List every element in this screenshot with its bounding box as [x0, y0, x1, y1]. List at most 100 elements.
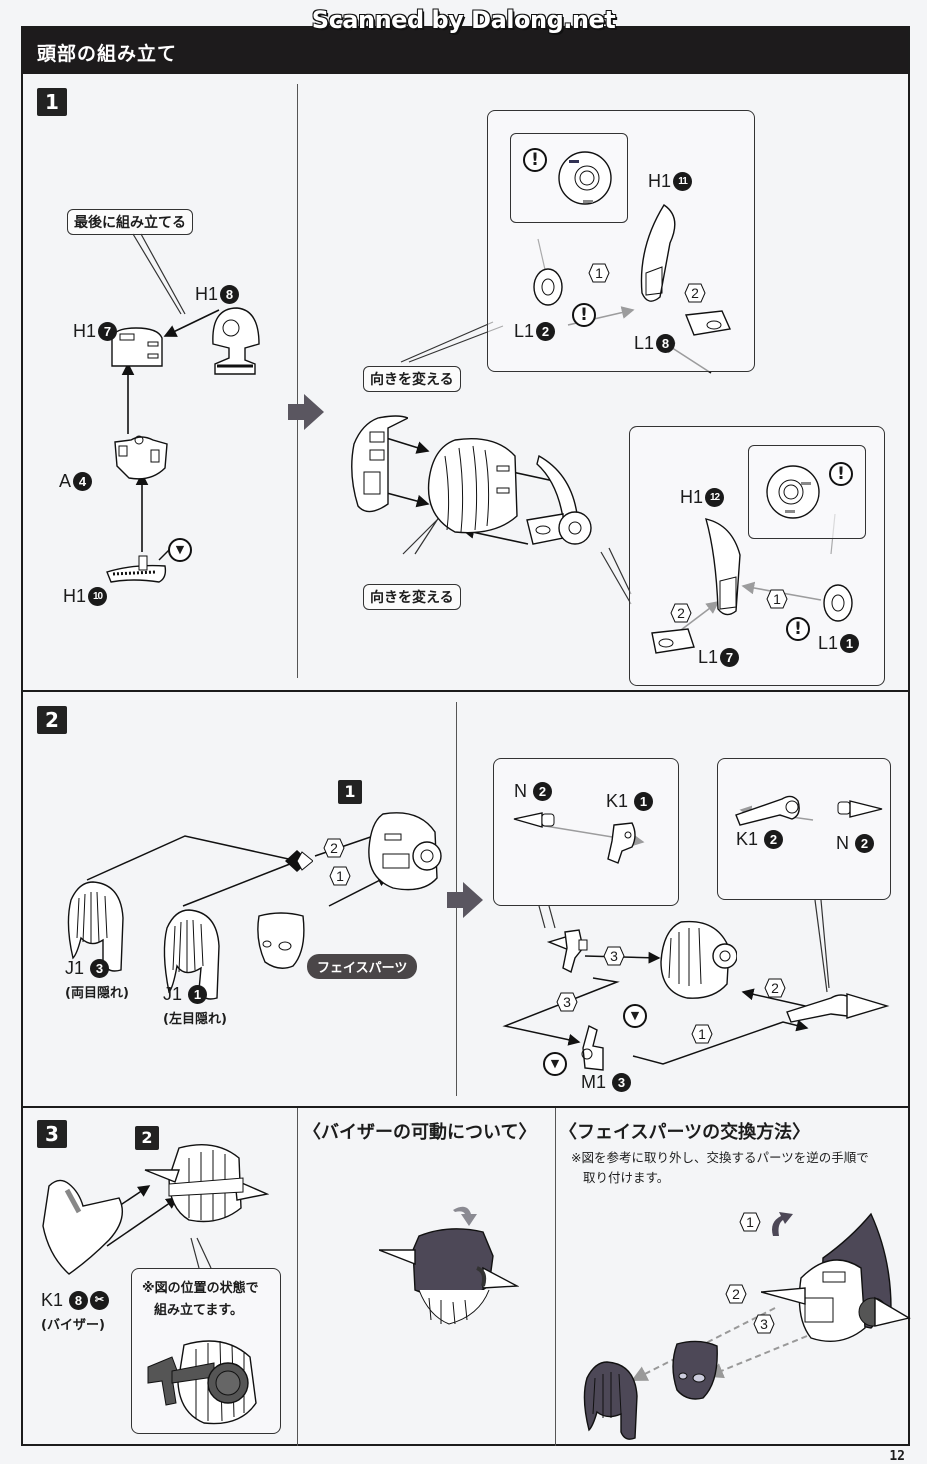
order-step-2: 2	[725, 1284, 747, 1304]
zoom-detail-inset: !	[748, 445, 866, 539]
order-step-1: 1	[588, 263, 610, 283]
face-parts-label: フェイスパーツ	[307, 954, 418, 979]
title-bar: 頭部の組み立て	[23, 28, 908, 74]
part-letter: K1	[606, 791, 629, 811]
order-step-2: 2	[670, 603, 692, 623]
part-number: 1	[634, 792, 654, 811]
part-number: 2	[533, 782, 552, 801]
part-letter: L1	[514, 321, 535, 341]
head-visor-position-illustration	[147, 1340, 257, 1425]
divider	[297, 1108, 298, 1446]
part-face-illustration	[257, 912, 305, 969]
part-spike-right-assembly-illustration	[786, 993, 890, 1023]
assembly-note-line1: ※図の位置の状態で	[142, 1281, 259, 1296]
callout-assembly-position: ※図の位置の状態で 組み立てます。	[131, 1268, 281, 1434]
face-swap-note-line1: ※図を参考に取り外し、交換するパーツを逆の手順で	[571, 1150, 869, 1165]
part-letter: M1	[581, 1072, 607, 1092]
part-n-2-spike-illustration	[513, 812, 555, 828]
page-number: 12	[889, 1449, 905, 1464]
step-number-badge: 3	[37, 1120, 67, 1148]
part-letter: J1	[65, 958, 85, 978]
part-ear-assembly-illustration	[523, 454, 593, 554]
part-letter: N	[514, 781, 527, 801]
reference-step-badge: 1	[338, 780, 362, 804]
next-step-arrow-icon	[447, 882, 483, 918]
part-head-shell-illustration	[425, 436, 525, 538]
part-h1-8-illustration	[209, 304, 263, 376]
part-face-frame-illustration	[348, 414, 410, 518]
watermark: Scanned by Dalong.net	[311, 6, 616, 34]
part-letter: H1	[195, 284, 219, 304]
part-number: 8	[656, 334, 676, 353]
glue-indicator-icon: ▼	[623, 1004, 647, 1028]
part-m1-3-illustration	[581, 1024, 604, 1071]
reference-step-badge: 2	[135, 1126, 159, 1150]
part-letter: L1	[698, 647, 719, 667]
part-number: 12	[705, 488, 725, 507]
part-number: 1	[840, 634, 860, 653]
part-j1-1-illustration	[163, 909, 220, 1000]
part-letter: H1	[63, 586, 87, 606]
part-number: 1	[188, 985, 208, 1004]
part-label-k1-2: K1 2	[736, 829, 784, 850]
visor-movement-heading: 〈バイザーの可動について〉	[303, 1122, 537, 1143]
part-number: 8	[69, 1291, 89, 1310]
order-step-3: 3	[753, 1314, 775, 1334]
part-l1-1-illustration	[823, 584, 853, 622]
part-k1-2-illustration	[735, 795, 800, 826]
order-step-1: 1	[739, 1212, 761, 1232]
part-n-2-spike-illustration	[837, 800, 883, 818]
divider	[555, 1108, 556, 1446]
glue-indicator-icon: ▼	[168, 538, 192, 562]
warning-icon: !	[829, 462, 853, 486]
part-number: 11	[673, 172, 693, 191]
part-letter: N	[836, 833, 849, 853]
order-step-1: 1	[691, 1024, 713, 1044]
part-letter: H1	[73, 321, 97, 341]
part-a-4-illustration	[111, 434, 171, 494]
part-label-k1-1: K1 1	[606, 791, 654, 812]
face-part-removed-illustration	[672, 1340, 718, 1400]
part-k1-8-visor-illustration	[42, 1179, 123, 1275]
part-letter: K1	[736, 829, 759, 849]
part-h1-11-illustration	[640, 204, 676, 302]
hair-part-removed-illustration	[583, 1361, 638, 1440]
part-number: 2	[536, 322, 556, 341]
part-number: 3	[612, 1073, 632, 1092]
cut-tool-icon: ✂	[90, 1291, 110, 1310]
part-number: 2	[764, 830, 784, 849]
part-head-assembly-illustration	[368, 812, 442, 891]
part-k1-1-illustration	[607, 822, 636, 864]
rotate-up-arrow-icon	[772, 1212, 793, 1236]
part-j1-3-illustration	[67, 881, 124, 972]
order-step-3: 3	[556, 992, 578, 1012]
callout-change-direction-bottom: 向きを変える	[363, 584, 461, 610]
order-step-2: 2	[684, 283, 706, 303]
callout-change-direction-top: 向きを変える	[363, 366, 461, 392]
part-letter: H1	[648, 171, 672, 191]
part-number: 7	[98, 322, 118, 341]
part-letter: J1	[163, 984, 183, 1004]
rotate-down-arrow-icon	[453, 1206, 477, 1226]
part-number: 7	[720, 648, 740, 667]
instruction-page: 頭部の組み立て 1 最後に組み立てる	[21, 26, 911, 1446]
part-number: 2	[855, 834, 874, 853]
order-step-2: 2	[323, 838, 345, 858]
part-l1-2-illustration	[533, 268, 563, 306]
